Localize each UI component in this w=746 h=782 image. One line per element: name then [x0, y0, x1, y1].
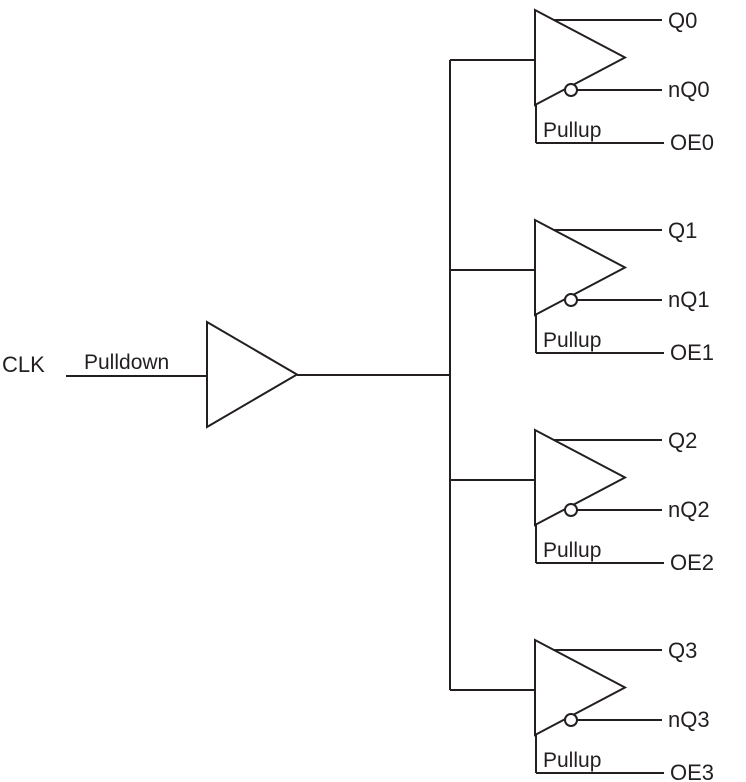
q-port-label: Q2 — [668, 428, 697, 453]
oe-port-label: OE0 — [670, 130, 714, 155]
pullup-label: Pullup — [543, 749, 601, 772]
output-buffer-symbol — [534, 428, 628, 527]
output-buffer-channel-0: Q0 nQ0 Pullup OE0 — [450, 8, 714, 155]
pullup-label: Pullup — [543, 119, 601, 142]
inversion-bubble-icon — [564, 713, 578, 727]
nq-port-label: nQ2 — [668, 497, 710, 522]
pulldown-label: Pulldown — [84, 351, 169, 374]
oe-port-label: OE2 — [670, 550, 714, 575]
output-buffer-symbol — [534, 218, 628, 317]
q-port-label: Q0 — [668, 8, 697, 33]
pullup-label: Pullup — [543, 329, 601, 352]
output-buffer-channel-3: Q3 nQ3 Pullup OE3 — [450, 638, 714, 782]
q-port-label: Q1 — [668, 218, 697, 243]
output-buffer-symbol — [534, 638, 628, 737]
inversion-bubble-icon — [564, 293, 578, 307]
oe-port-label: OE1 — [670, 340, 714, 365]
clock-buffer-symbol — [206, 320, 299, 429]
q-port-label: Q3 — [668, 638, 697, 663]
nq-port-label: nQ0 — [668, 77, 710, 102]
output-buffer-channel-2: Q2 nQ2 Pullup OE2 — [450, 428, 714, 575]
clk-net-label: CLK — [2, 352, 45, 377]
pullup-label: Pullup — [543, 539, 601, 562]
inversion-bubble-icon — [564, 83, 578, 97]
nq-port-label: nQ1 — [668, 287, 710, 312]
output-buffer-symbol — [534, 8, 628, 107]
output-buffer-channel-1: Q1 nQ1 Pullup OE1 — [450, 218, 714, 365]
inversion-bubble-icon — [564, 503, 578, 517]
oe-port-label: OE3 — [670, 760, 714, 782]
nq-port-label: nQ3 — [668, 707, 710, 732]
